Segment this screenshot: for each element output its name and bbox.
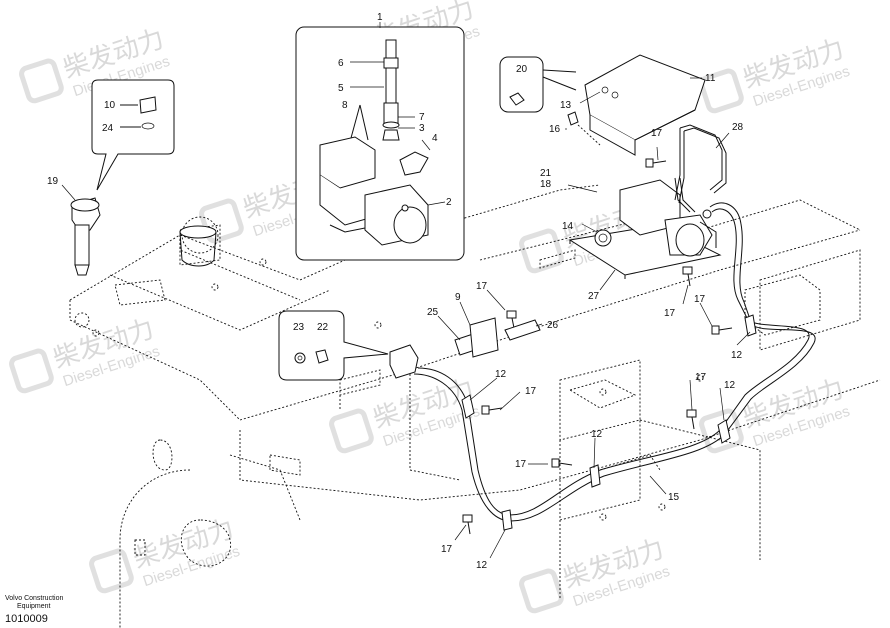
callout-17: 17	[664, 308, 676, 319]
callout-7: 7	[419, 112, 425, 123]
filler-assembly-19	[70, 197, 217, 276]
callout-20: 20	[516, 64, 528, 75]
part-callouts: 1 2 3 4 5 6 7 8 9 10 11 12 12 12 12 12 1…	[47, 12, 744, 571]
callout-17: 17	[694, 294, 706, 305]
callout-12: 12	[495, 369, 507, 380]
callout-24: 24	[102, 123, 114, 134]
callout-17: 17	[515, 459, 527, 470]
drawing-number: 1010009	[5, 613, 48, 625]
callout-4: 4	[432, 133, 438, 144]
callout-26: 26	[547, 320, 559, 331]
callout-12: 12	[724, 380, 736, 391]
hose-clamps	[461, 314, 757, 531]
callout-17: 17	[651, 128, 663, 139]
callout-10: 10	[104, 100, 116, 111]
callout-6: 6	[338, 58, 344, 69]
callout-14: 14	[562, 221, 574, 232]
callout-16: 16	[549, 124, 561, 135]
callout-12: 12	[591, 429, 603, 440]
callout-22: 22	[317, 322, 329, 333]
callout-8: 8	[342, 100, 348, 111]
callout-box-pump-kit	[295, 26, 465, 261]
callout-3: 3	[419, 123, 425, 134]
callout-25: 25	[427, 307, 439, 318]
callout-18: 18	[540, 179, 552, 190]
company-line-2: Equipment	[17, 603, 51, 610]
bracket-11	[567, 54, 706, 156]
callout-19: 19	[47, 176, 59, 187]
pump-assembly-right	[568, 177, 722, 279]
callout-27: 27	[588, 291, 600, 302]
callout-12: 12	[476, 560, 488, 571]
callout-9: 9	[455, 292, 461, 303]
callout-17: 17	[476, 281, 488, 292]
callout-box-20	[499, 56, 577, 113]
bolts	[462, 158, 733, 535]
callout-box-22-23	[278, 310, 389, 381]
callout-23: 23	[293, 322, 305, 333]
callout-12: 12	[731, 350, 743, 361]
callout-17: 17	[441, 544, 453, 555]
callout-2: 2	[446, 197, 452, 208]
callout-box-10-24	[91, 79, 175, 191]
callout-28: 28	[732, 122, 744, 133]
callout-11: 11	[705, 73, 716, 84]
company-line-1: Volvo Construction	[5, 595, 63, 602]
callout-15: 15	[668, 492, 680, 503]
footer-caption: Volvo Construction Equipment 1010009	[5, 595, 63, 625]
callout-21: 21	[540, 168, 552, 179]
callout-5: 5	[338, 83, 344, 94]
leader-lines	[61, 22, 751, 559]
callout-17: 17	[525, 386, 537, 397]
plates-25-26	[389, 317, 541, 379]
hose-28	[674, 124, 727, 204]
callout-13: 13	[560, 100, 572, 111]
callout-17: 17	[695, 372, 707, 383]
callout-1: 1	[377, 12, 383, 23]
